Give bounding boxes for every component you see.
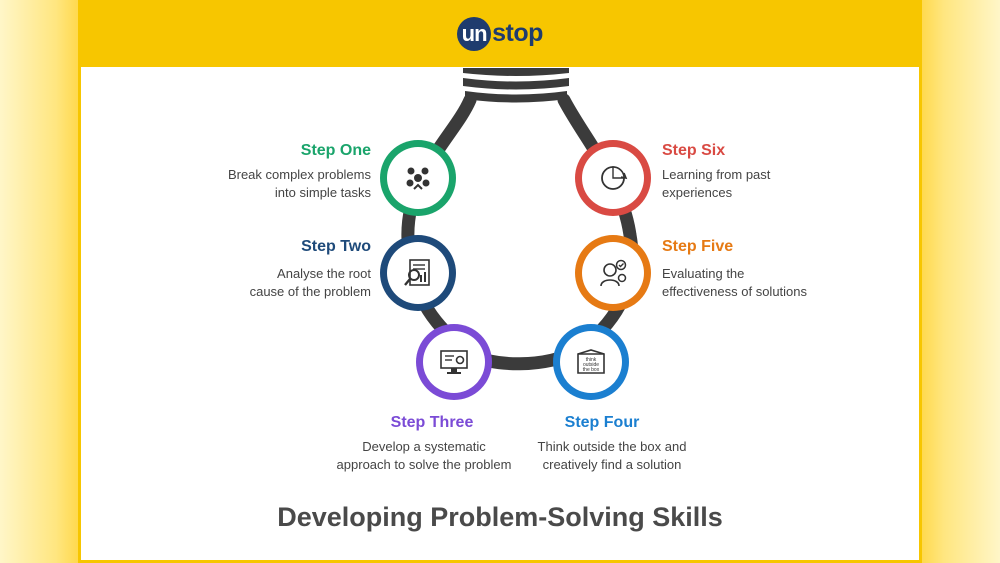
step-six-line1: Learning from past — [662, 167, 771, 182]
step-two-line1: Analyse the root — [277, 266, 371, 281]
unstop-logo: un stop — [457, 16, 543, 51]
step-six-line2: experiences — [662, 185, 733, 200]
step-one-title: Step One — [300, 142, 371, 159]
step-one-circle — [380, 140, 456, 216]
step-three-circle — [416, 324, 492, 400]
monitor-tools-icon — [440, 350, 468, 374]
evaluator-icon — [600, 259, 627, 287]
step-six-title: Step Six — [662, 142, 726, 159]
logo-mark: un — [457, 16, 492, 51]
bulb-cap — [463, 68, 569, 103]
step-two-circle — [380, 235, 456, 311]
step-three-line1: Develop a systematic — [362, 439, 486, 454]
step-five-line2: effectiveness of solutions — [662, 284, 808, 299]
step-five-title: Step Five — [662, 238, 734, 255]
header-bar: un stop — [81, 0, 919, 67]
left-glow — [0, 0, 80, 563]
step-three-title: Step Three — [390, 414, 474, 431]
network-nodes-icon — [406, 167, 430, 190]
infographic-card: un stop — [78, 0, 922, 563]
step-one-line2: into simple tasks — [274, 185, 371, 200]
step-five-circle — [575, 235, 651, 311]
step-two-line2: cause of the problem — [249, 284, 371, 299]
box-icon: think outside the box — [577, 349, 605, 374]
step-five-line1: Evaluating the — [662, 266, 745, 281]
step-three-line2: approach to solve the problem — [336, 457, 512, 472]
right-glow — [920, 0, 1000, 563]
magnifier-report-icon — [404, 259, 430, 286]
step-four-line2: creatively find a solution — [542, 457, 682, 472]
box-label-1: think — [586, 357, 597, 363]
logo-text: stop — [492, 19, 543, 47]
main-title: Developing Problem-Solving Skills — [277, 502, 723, 532]
step-four-circle: think outside the box — [553, 324, 629, 400]
step-four-line1: Think outside the box and — [537, 439, 687, 454]
step-six-circle — [575, 140, 651, 216]
step-four-title: Step Four — [564, 414, 640, 431]
box-label-2: outside — [583, 362, 599, 368]
step-one-line1: Break complex problems — [227, 167, 371, 182]
step-two-title: Step Two — [301, 238, 371, 255]
box-label-3: the box — [583, 367, 600, 373]
cycle-chart-icon — [601, 166, 628, 190]
